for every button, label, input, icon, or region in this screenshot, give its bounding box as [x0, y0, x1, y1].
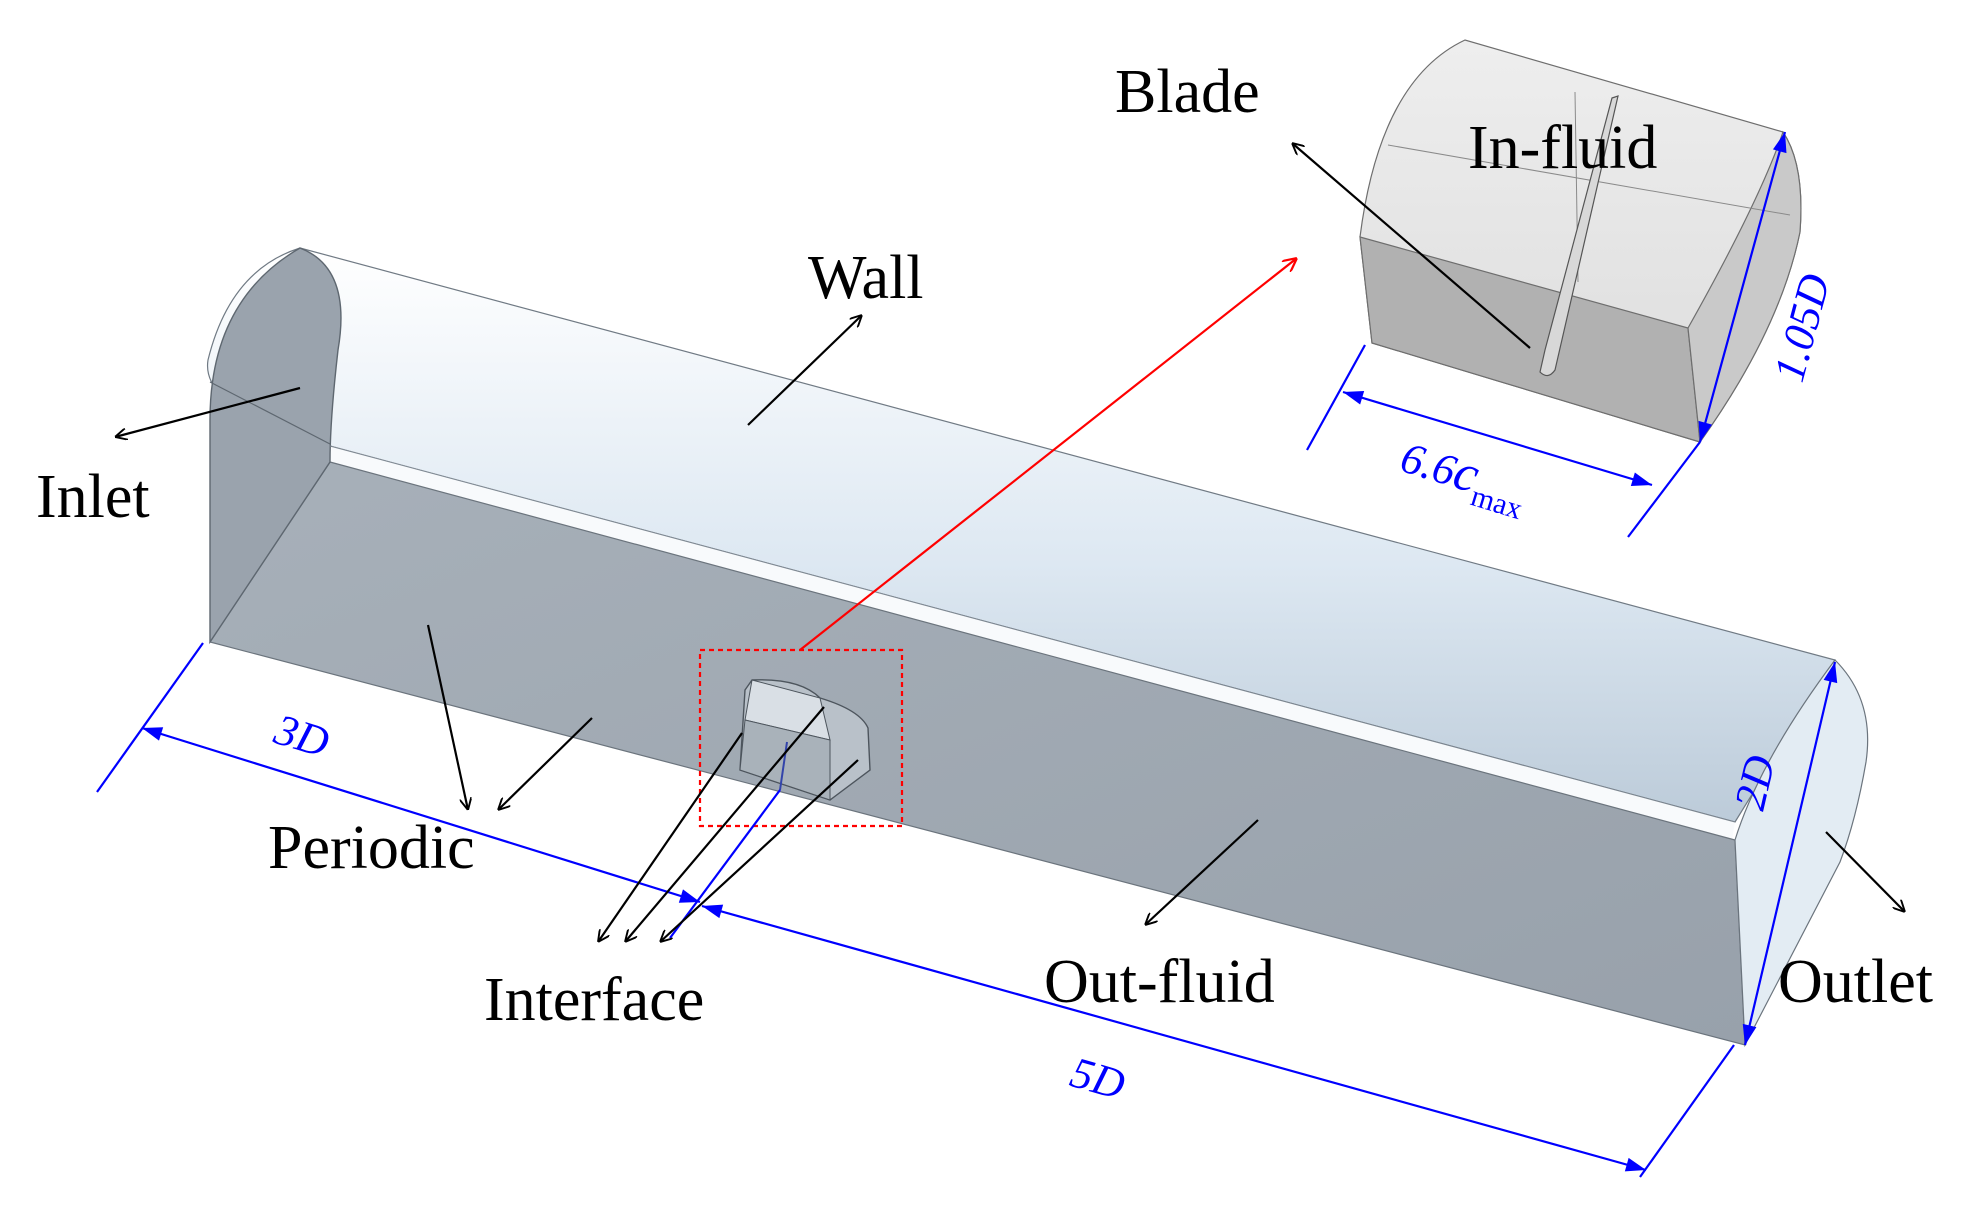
label-inlet: Inlet: [36, 463, 150, 531]
dim-label-2d: 2D: [1725, 751, 1785, 815]
label-out-fluid: Out-fluid: [1044, 948, 1275, 1016]
dim-6-6cmax: [1342, 390, 1653, 487]
in-fluid-pocket: [739, 679, 871, 801]
leader-arrows: [115, 143, 1905, 942]
inlet-midline: [209, 381, 331, 445]
inlet-face: [209, 247, 342, 645]
dim-5d: [701, 904, 1647, 1172]
dim-max-subscript: max: [1467, 479, 1526, 526]
periodic-leader-a: [426, 624, 468, 810]
periodic-leader-b: [498, 717, 593, 810]
label-in-fluid: In-fluid: [1468, 114, 1657, 182]
inlet-leader: [115, 386, 301, 437]
dim-label-5d: 5D: [1065, 1048, 1130, 1110]
label-blade: Blade: [1115, 58, 1260, 126]
inset-in-fluid: [1359, 39, 1802, 444]
dim-3d: [141, 726, 701, 904]
interface-leader-c: [660, 759, 859, 942]
out-fluid-leader: [1145, 819, 1259, 925]
labels: Blade In-fluid Wall Inlet Periodic Inter…: [36, 58, 1933, 1109]
zoom-link-arrow: [799, 258, 1297, 651]
dim-label-6-6cmax: 6.6cmax: [1392, 427, 1535, 526]
label-outlet: Outlet: [1778, 948, 1933, 1016]
main-domain: [206, 247, 1869, 1048]
interface-leader-a: [598, 732, 743, 942]
dim-label-3d: 3D: [268, 704, 335, 767]
label-interface: Interface: [484, 966, 704, 1034]
interface-leader-b: [625, 706, 825, 942]
dim-1-05d: [1698, 131, 1787, 443]
wall-seam: [329, 445, 1736, 823]
wall-highlight: [330, 446, 1735, 840]
blade-shape: [1539, 95, 1619, 377]
dimension-lines: [96, 131, 1838, 1178]
blade-leader: [1292, 143, 1531, 349]
label-periodic: Periodic: [268, 814, 475, 882]
dim-2d: [1742, 661, 1838, 1046]
outlet-leader: [1825, 831, 1905, 912]
wall-leader: [747, 315, 862, 426]
label-wall: Wall: [808, 244, 924, 312]
